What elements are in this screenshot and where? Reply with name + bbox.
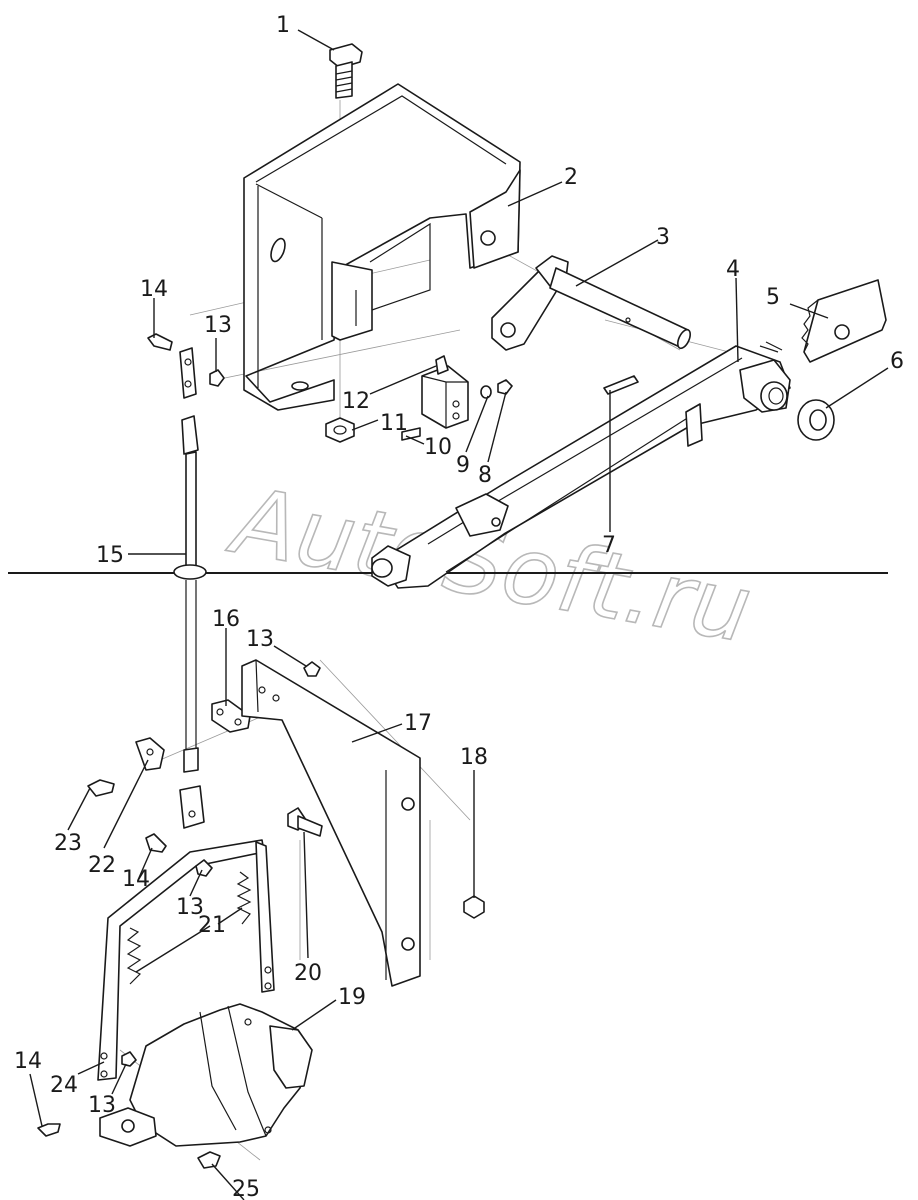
nut-part-13-top bbox=[209, 369, 225, 387]
callout-19: 19 bbox=[338, 985, 366, 1010]
plate-part-16 bbox=[211, 699, 251, 733]
callout-13-top: 13 bbox=[204, 313, 232, 338]
hex-nut-part-11 bbox=[325, 417, 355, 443]
spring-part-21-b bbox=[236, 871, 252, 925]
callout-1: 1 bbox=[276, 13, 290, 38]
callout-13-frame: 13 bbox=[176, 895, 204, 920]
screw-part-14-bottom bbox=[37, 1123, 61, 1137]
nut-part-13-frame bbox=[195, 859, 213, 877]
cable-clevis-top bbox=[179, 347, 197, 399]
screw-part-10 bbox=[401, 427, 421, 441]
bolt-part-20 bbox=[287, 807, 323, 837]
pin-part-7 bbox=[603, 375, 639, 395]
washer-part-6 bbox=[797, 399, 835, 441]
callout-7: 7 bbox=[602, 533, 616, 558]
toothed-sector-part-5 bbox=[801, 279, 887, 363]
callout-12: 12 bbox=[342, 389, 370, 414]
mounting-bracket-part-2 bbox=[243, 83, 521, 411]
callout-14-bottom: 14 bbox=[14, 1049, 42, 1074]
callout-18: 18 bbox=[460, 745, 488, 770]
screw-part-14-top bbox=[147, 333, 173, 351]
screw-part-25 bbox=[197, 1151, 221, 1169]
callout-20: 20 bbox=[294, 961, 322, 986]
callout-23: 23 bbox=[54, 831, 82, 856]
callout-24: 24 bbox=[50, 1073, 78, 1098]
callout-16: 16 bbox=[212, 607, 240, 632]
callout-5: 5 bbox=[766, 285, 780, 310]
callout-8: 8 bbox=[478, 463, 492, 488]
washer-part-9 bbox=[480, 385, 492, 399]
callout-labels: 1 2 3 4 5 6 7 8 9 10 11 12 13 14 15 16 1… bbox=[14, 13, 904, 1200]
callout-2: 2 bbox=[564, 165, 578, 190]
callout-17: 17 bbox=[404, 711, 432, 736]
callout-13-mid: 13 bbox=[246, 627, 274, 652]
nut-part-13-lower bbox=[121, 1051, 137, 1067]
nut-part-8 bbox=[497, 379, 513, 395]
switch-block-part-12 bbox=[421, 355, 469, 429]
callout-3: 3 bbox=[656, 225, 670, 250]
bracket-part-22 bbox=[135, 737, 165, 771]
hand-lever-part-4 bbox=[371, 341, 791, 589]
nut-part-18 bbox=[463, 895, 485, 919]
callout-leader-lines bbox=[29, 29, 889, 1200]
callout-10: 10 bbox=[424, 435, 452, 460]
callout-6: 6 bbox=[890, 349, 904, 374]
actuator-part-19 bbox=[99, 1003, 313, 1147]
callout-11: 11 bbox=[380, 411, 408, 436]
callout-14-mid: 14 bbox=[122, 867, 150, 892]
cable-clevis-bottom bbox=[179, 785, 205, 829]
control-cable-part-15 bbox=[173, 415, 207, 773]
callout-22: 22 bbox=[88, 853, 116, 878]
support-bracket-part-17 bbox=[241, 659, 421, 987]
lever-shaft-part-3 bbox=[491, 255, 691, 351]
callout-15: 15 bbox=[96, 543, 124, 568]
nut-part-13-mid bbox=[303, 661, 321, 677]
bolt-part-1 bbox=[329, 43, 363, 99]
callout-14-top: 14 bbox=[140, 277, 168, 302]
screw-part-14-mid bbox=[145, 833, 167, 853]
callout-25: 25 bbox=[232, 1177, 260, 1200]
callout-13-lower: 13 bbox=[88, 1093, 116, 1118]
callout-4: 4 bbox=[726, 257, 740, 282]
spring-part-21-a bbox=[126, 927, 142, 985]
callout-21: 21 bbox=[198, 913, 226, 938]
screw-part-23 bbox=[87, 779, 115, 797]
callout-9: 9 bbox=[456, 453, 470, 478]
